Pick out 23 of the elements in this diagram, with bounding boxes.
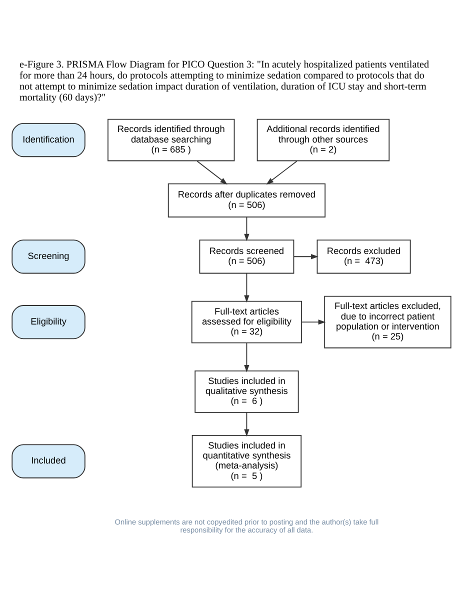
node-box: Screening <box>12 240 86 274</box>
arrow <box>244 412 250 437</box>
node-box: Studies included in quantitative synthesis (meta-analysis) (n = 5 ) <box>192 435 302 488</box>
node-box: Eligibility <box>12 305 86 340</box>
node-box: Full-text articles assessed for eligibility (n = 32) <box>191 300 302 344</box>
arrow <box>196 160 228 185</box>
label: Online supplements are not copyedited prior to posting and the author(s) take full responsibility for the accuracy of all data. <box>114 517 379 535</box>
node-box: Records excluded (n = 473) <box>316 240 411 274</box>
node-box: Additional records identified through other sources (n = 2) <box>256 118 390 162</box>
node-box: Full-text articles excluded, due to incorrect patient population or intervention (n = 25) <box>324 296 452 348</box>
arrow <box>266 160 298 185</box>
arrow <box>244 342 250 372</box>
arrow <box>244 216 250 242</box>
node-box: Included <box>12 444 86 478</box>
node-box: Records screened (n = 506) <box>199 240 294 274</box>
arrow <box>293 254 318 260</box>
node-box: Records after duplicates removed (n = 506) <box>168 183 326 218</box>
node-box: Records identified through database searching (n = 685 ) <box>108 118 235 162</box>
node-box: Studies included in qualitative synthesis (n = 6 ) <box>194 370 299 413</box>
arrow <box>244 272 250 303</box>
node-box: Identification <box>12 122 86 158</box>
arrow <box>301 320 326 325</box>
diagram-title: e-Figure 3. PRISMA Flow Diagram for PICO Question 3: "In acutely hospitalized patients ventilated for more than 24 hours, do protocols attempting to minimize sedation compared to protocols that do not attempt to minimize sedation impact duration of ventilation, duration of ICU stay and short-term mortality (60 days)?" <box>19 59 430 104</box>
